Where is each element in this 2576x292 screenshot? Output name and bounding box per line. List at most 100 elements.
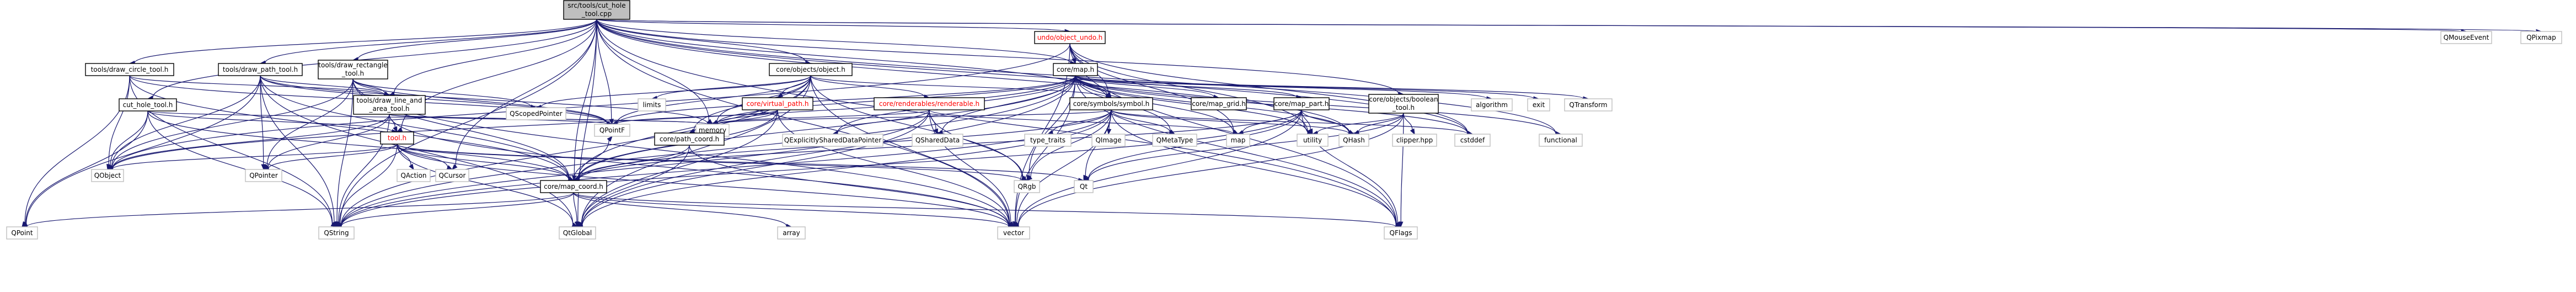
node-toolh[interactable]: tool.h — [380, 131, 414, 145]
node-box — [1297, 134, 1329, 147]
node-box — [769, 63, 853, 76]
node-box — [397, 169, 431, 182]
node-cutholetool[interactable]: cut_hole_tool.h — [119, 98, 177, 112]
node-maph[interactable]: core/map.h — [1053, 63, 1098, 76]
edge-root-to-maph — [596, 19, 1077, 66]
node-label: QPointer — [249, 172, 278, 179]
edge-pathcoord-to-mapcoord — [572, 145, 690, 182]
node-box — [777, 226, 806, 240]
node-box — [540, 180, 607, 193]
node-qshareddata: QSharedData — [912, 134, 963, 147]
node-mapcoord[interactable]: core/map_coord.h — [540, 180, 607, 193]
node-label: _tool.cpp — [581, 10, 612, 18]
node-renderable[interactable]: core/renderables/renderable.h — [874, 97, 985, 110]
node-label: tool.h — [388, 134, 406, 142]
node-box — [218, 63, 303, 76]
node-label: QHash — [1343, 136, 1365, 144]
node-label: map — [1231, 136, 1246, 144]
edge-root-to-qpointf — [596, 19, 614, 125]
node-mapgrid[interactable]: core/map_grid.h — [1191, 97, 1247, 110]
node-box — [997, 226, 1030, 240]
node-box — [2440, 31, 2492, 44]
node-box — [1471, 98, 1513, 112]
node-lineareatool[interactable]: tools/draw_line_and_area_tool.h — [353, 95, 426, 115]
node-label: core/map.h — [1057, 66, 1094, 73]
node-label: QMouseEvent — [2444, 34, 2489, 41]
node-box — [1454, 134, 1491, 147]
edge-root-to-booleantool — [596, 19, 1405, 97]
node-pathcoord[interactable]: core/path_coord.h — [654, 132, 725, 146]
node-box — [318, 60, 388, 79]
edge-mapcoord-to-vector — [573, 192, 1015, 229]
node-cstddef: cstddef — [1454, 134, 1491, 147]
node-qtransform: QTransform — [1564, 98, 1613, 112]
node-label: QImage — [1095, 136, 1121, 144]
node-label: Qt — [1080, 183, 1088, 190]
node-box — [1152, 134, 1197, 147]
edge-booleantool-to-qhash — [1353, 113, 1404, 135]
edge-renderable-to-map — [929, 109, 1239, 136]
node-box — [1539, 134, 1583, 147]
node-box — [654, 132, 725, 146]
node-box — [1014, 180, 1040, 193]
node-box — [2520, 31, 2562, 44]
node-qpoint: QPoint — [6, 226, 38, 240]
node-box — [506, 107, 566, 120]
node-utility: utility — [1297, 134, 1329, 147]
edge-renderable-to-qexplicit — [832, 109, 930, 135]
node-qglobal: QtGlobal — [559, 226, 596, 240]
node-box — [1074, 180, 1094, 193]
node-box — [85, 63, 174, 76]
node-objecth[interactable]: core/objects/object.h — [769, 63, 853, 76]
node-qpointer: QPointer — [245, 169, 282, 182]
node-qaction: QAction — [397, 169, 431, 182]
node-label: QPointF — [599, 126, 625, 134]
node-label: type_traits — [1030, 136, 1065, 144]
node-box — [559, 226, 596, 240]
node-box — [1384, 226, 1418, 240]
node-label: cstddef — [1460, 136, 1485, 144]
edge-cutholetool-to-qstring — [147, 110, 338, 227]
node-label: functional — [1544, 136, 1577, 144]
node-box — [1069, 97, 1153, 110]
node-label: _tool.h — [341, 70, 364, 77]
node-box — [1273, 97, 1330, 110]
node-qmetatype: QMetaType — [1152, 134, 1197, 147]
edge-booleantool-to-qflags — [1399, 113, 1404, 228]
node-label: QTransform — [1569, 101, 1607, 109]
node-label: cut_hole_tool.h — [123, 101, 173, 109]
node-clipper: clipper.hpp — [1392, 134, 1437, 147]
edge-root-to-qmouse — [596, 19, 2467, 34]
node-label: QScopedPointer — [510, 110, 563, 118]
edge-cutholetool-to-memory — [147, 110, 714, 127]
node-root: src/tools/cut_hole_tool.cpp — [563, 0, 630, 20]
node-virtualpath[interactable]: core/virtual_path.h — [742, 97, 813, 110]
edge-root-to-cutholetool — [147, 19, 597, 100]
edge-toolh-to-qrgb — [397, 144, 1028, 183]
nodes-layer: src/tools/cut_hole_tool.cpp undo/object_u… — [6, 0, 2562, 240]
node-label: core/path_coord.h — [660, 135, 719, 143]
edge-cutholetool-to-qobject — [107, 110, 148, 171]
node-algorithm: algorithm — [1471, 98, 1513, 112]
node-label: core/map_part.h — [1274, 100, 1329, 108]
edge-root-to-qstring — [335, 19, 597, 227]
node-box — [563, 0, 630, 20]
node-label: core/map_grid.h — [1192, 100, 1246, 108]
node-label: clipper.hpp — [1396, 136, 1433, 144]
node-qt: Qt — [1074, 180, 1094, 193]
node-qhash: QHash — [1338, 134, 1369, 147]
node-box — [353, 95, 426, 115]
node-box — [91, 169, 124, 182]
node-undo[interactable]: undo/object_undo.h — [1034, 31, 1106, 44]
edges-layer — [21, 19, 2542, 229]
node-mappart[interactable]: core/map_part.h — [1273, 97, 1330, 110]
node-circle[interactable]: tools/draw_circle_tool.h — [85, 63, 174, 76]
node-qpixmap: QPixmap — [2520, 31, 2562, 44]
node-pathtool[interactable]: tools/draw_path_tool.h — [218, 63, 303, 76]
node-booleantool[interactable]: core/objects/boolean_tool.h — [1368, 94, 1439, 114]
node-qmouse: QMouseEvent — [2440, 31, 2492, 44]
node-map: map — [1226, 134, 1250, 147]
node-symbolh[interactable]: core/symbols/symbol.h — [1069, 97, 1153, 110]
node-recttool[interactable]: tools/draw_rectangle_tool.h — [318, 60, 388, 79]
node-label: core/virtual_path.h — [746, 100, 808, 108]
